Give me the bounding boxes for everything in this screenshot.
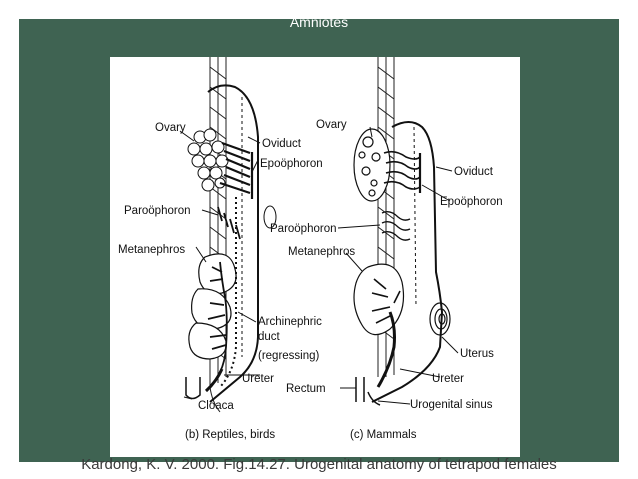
mammal-ovary bbox=[353, 128, 391, 202]
mammal-ureter-label: Ureter bbox=[432, 373, 464, 385]
mammal-ureter bbox=[376, 311, 396, 388]
slide-title: Amniotes bbox=[289, 14, 349, 30]
mammal-epoophoron-tubules bbox=[383, 150, 422, 193]
mammal-paroophoron-label: Paroöphoron bbox=[270, 223, 337, 235]
reptile-archinephric-label-1: Archinephric bbox=[258, 316, 322, 328]
mammal-rectum-label: Rectum bbox=[286, 383, 326, 395]
reptile-bird-diagram: Ovary Oviduct Epoöphoron Paroöphoron Met… bbox=[118, 57, 323, 441]
mammal-urogenital-sinus-label: Urogenital sinus bbox=[410, 399, 493, 411]
reptile-panel-caption: (b) Reptiles, birds bbox=[185, 429, 275, 441]
reptile-oviduct-gland bbox=[263, 205, 277, 229]
reptile-archinephric-label-3: (regressing) bbox=[258, 350, 320, 362]
mammal-paroophoron-tubules bbox=[381, 210, 411, 241]
mammal-uterus-label: Uterus bbox=[460, 348, 494, 360]
mammal-epoophoron-label: Epoöphoron bbox=[440, 196, 503, 208]
reptile-archinephric-duct bbox=[219, 197, 237, 388]
anatomy-figure: Ovary Oviduct Epoöphoron Paroöphoron Met… bbox=[110, 57, 520, 457]
reptile-ovary-label: Ovary bbox=[155, 122, 186, 134]
reptile-ureter-label: Ureter bbox=[242, 373, 274, 385]
mammal-diagram: Ovary Oviduct Epoöphoron Paroöphoron Met… bbox=[270, 57, 503, 441]
reptile-ureter bbox=[204, 368, 224, 393]
mammal-urogenital-sinus bbox=[367, 391, 381, 406]
reptile-epoophoron-tubules bbox=[219, 141, 254, 199]
reptile-epoophoron-label: Epoöphoron bbox=[260, 158, 323, 170]
reptile-oviduct bbox=[207, 84, 259, 403]
reptile-cloaca-label: Cloaca bbox=[198, 400, 234, 412]
reptile-oviduct-label: Oviduct bbox=[262, 138, 302, 150]
reptile-archinephric-label-2: duct bbox=[258, 331, 281, 343]
mammal-oviduct bbox=[371, 121, 444, 403]
mammal-ovary-label: Ovary bbox=[316, 119, 347, 131]
reptile-cloaca bbox=[185, 377, 201, 400]
mammal-uterus bbox=[429, 302, 451, 336]
mammal-metanephros-label: Metanephros bbox=[288, 246, 355, 258]
mammal-oviduct-label: Oviduct bbox=[454, 166, 494, 178]
reptile-ovary bbox=[187, 128, 229, 192]
reptile-metanephros bbox=[188, 253, 237, 360]
figure-citation: Kardong, K. V. 2000. Fig.14.27. Urogenit… bbox=[81, 456, 557, 473]
reptile-metanephros-label: Metanephros bbox=[118, 244, 185, 256]
mammal-panel-caption: (c) Mammals bbox=[350, 429, 417, 441]
reptile-paroophoron-label: Paroöphoron bbox=[124, 205, 191, 217]
mammal-rectum bbox=[355, 377, 365, 402]
